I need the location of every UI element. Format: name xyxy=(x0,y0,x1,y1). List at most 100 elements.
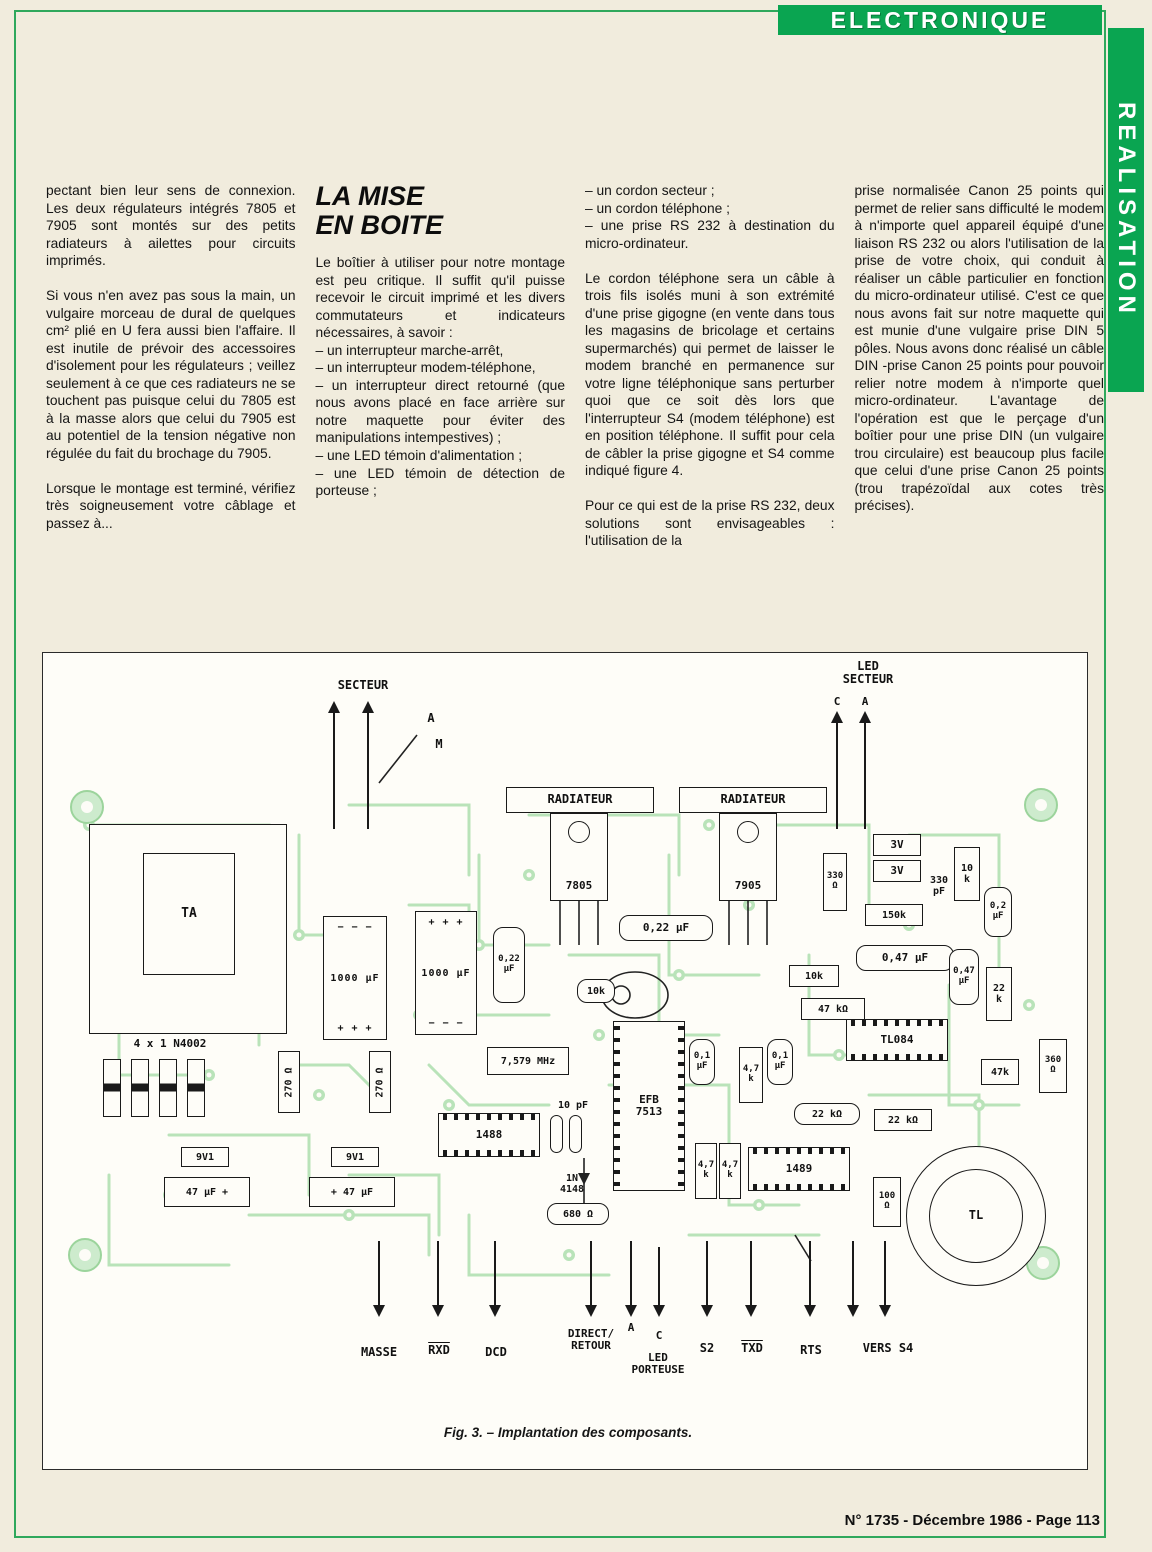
label-direct-retour: DIRECT/ RETOUR xyxy=(567,1326,615,1352)
arrow-secteur-1 xyxy=(328,701,340,829)
toroid-tl: TL xyxy=(906,1146,1046,1286)
label-led-a: A xyxy=(861,694,869,708)
label-vers-s4: VERS S4 xyxy=(862,1341,914,1356)
arrow-led-a xyxy=(859,711,871,829)
label-c-bottom: C xyxy=(655,1328,663,1342)
arrow-vers-s4-2 xyxy=(879,1241,891,1317)
article-column-1: pectant bien leur sens de connexion. Les… xyxy=(46,183,296,531)
arrow-secteur-2 xyxy=(362,701,374,829)
transformer-ta: TA xyxy=(143,853,235,975)
article-column-2-text: Le boîtier à utiliser pour notre montage… xyxy=(315,255,566,499)
crystal-7579mhz: 7,579 MHz xyxy=(487,1047,569,1075)
label-led-c: C xyxy=(833,694,841,708)
label-rts: RTS xyxy=(800,1343,822,1358)
magazine-section-banner: ELECTRONIQUE xyxy=(778,5,1102,35)
label-10pf: 10 pF xyxy=(557,1099,589,1111)
resistor-47kohm: 47 kΩ xyxy=(801,998,865,1020)
cap-0p1uf-1: 0,1 µF xyxy=(689,1039,715,1085)
resistor-150k: 150k xyxy=(865,904,923,926)
zener-3v-2: 3V xyxy=(873,860,921,882)
resistor-360: 360 Ω xyxy=(1039,1039,1067,1093)
cap-0p47uf-v: 0,47 µF xyxy=(949,949,979,1005)
label-led-secteur: LED SECTEUR xyxy=(842,658,894,686)
label-diodes: 4 x 1 N4002 xyxy=(133,1036,207,1050)
ic-1489: 1489 xyxy=(748,1147,850,1191)
cap-0p1uf-2: 0,1 µF xyxy=(767,1039,793,1085)
resistor-680: 680 Ω xyxy=(547,1203,609,1225)
resistor-10k-right: 10 k xyxy=(954,847,980,901)
arrow-led-c xyxy=(831,711,843,829)
cap-0p2uf: 0,2 µF xyxy=(984,887,1012,937)
page-footer: N° 1735 - Décembre 1986 - Page 113 xyxy=(844,1512,1100,1529)
resistor-22kohm-2: 22 kΩ xyxy=(874,1109,932,1131)
resistor-10k-mid: 10k xyxy=(789,965,839,987)
ic-1488: 1488 xyxy=(438,1113,540,1157)
arrow-led-porteuse-a xyxy=(625,1241,637,1317)
cap-1000uf-1: − − −1000 µF+ + + xyxy=(323,916,387,1040)
figure-caption: Fig. 3. – Implantation des composants. xyxy=(443,1425,693,1440)
label-a-bottom: A xyxy=(627,1320,635,1334)
ic-efb7513: EFB 7513 xyxy=(613,1021,685,1191)
zener-9v1-1: 9V1 xyxy=(181,1147,229,1167)
regulator-7805: 7805 xyxy=(550,813,608,901)
arrow-dcd xyxy=(489,1241,501,1317)
resistor-4k7-c: 4,7 k xyxy=(719,1143,741,1199)
arrow-txd xyxy=(745,1241,757,1317)
arrow-rts xyxy=(804,1241,816,1317)
resistor-10k-small: 10k xyxy=(577,979,615,1003)
zener-9v1-2: 9V1 xyxy=(331,1147,379,1167)
banner-realisation-text: REALISATION xyxy=(1113,102,1140,318)
resistor-22kohm-1: 22 kΩ xyxy=(794,1103,860,1125)
banner-electronique-text: ELECTRONIQUE xyxy=(830,6,1050,33)
arrow-vers-s4-1 xyxy=(847,1241,859,1317)
diode-2 xyxy=(131,1059,149,1117)
label-m-top: M xyxy=(435,737,443,752)
cap-0p47uf-h: 0,47 µF xyxy=(856,945,954,971)
arrow-led-porteuse-c xyxy=(653,1247,665,1317)
ic-tl084: TL084 xyxy=(846,1019,948,1061)
label-txd: TXD xyxy=(741,1341,763,1356)
label-led-porteuse: LED PORTEUSE xyxy=(631,1350,685,1376)
label-masse: MASSE xyxy=(360,1345,398,1360)
resistor-4k7-b: 4,7 k xyxy=(695,1143,717,1199)
article-headline: LA MISE EN BOITE xyxy=(315,181,444,241)
radiateur-1-label: RADIATEUR xyxy=(506,787,654,813)
cap-0p22uf-mid: 0,22 µF xyxy=(619,915,713,941)
side-banner: REALISATION xyxy=(1108,28,1144,392)
regulator-7905: 7905 xyxy=(719,813,777,901)
cap-1000uf-2: + + +1000 µF− − − xyxy=(415,911,477,1035)
resistor-4k7-mid: 4,7 k xyxy=(739,1047,763,1103)
cap-47uf-1: 47 µF + xyxy=(164,1177,250,1207)
radiateur-2-label: RADIATEUR xyxy=(679,787,827,813)
article-column-4: prise normalisée Canon 25 points qui per… xyxy=(854,183,1105,514)
label-1n4148: 1N 4148 xyxy=(559,1173,585,1195)
arrow-rxd xyxy=(432,1241,444,1317)
resistor-100: 100 Ω xyxy=(873,1177,901,1227)
resistor-22k-right: 22 k xyxy=(986,967,1012,1021)
cap-0p22uf-v: 0,22 µF xyxy=(493,927,525,1003)
figure-canvas: Fig. 3. – Implantation des composants. S… xyxy=(42,652,1088,1470)
label-s2: S2 xyxy=(699,1341,715,1356)
arrow-masse xyxy=(373,1241,385,1317)
label-a-top: A xyxy=(427,711,435,726)
article-body: pectant bien leur sens de connexion. Les… xyxy=(46,181,1105,550)
cap-330pf-label: 330 pF xyxy=(929,875,949,897)
diode-1 xyxy=(103,1059,121,1117)
resistor-270-2: 270 Ω xyxy=(369,1051,391,1113)
label-rxd: RXD xyxy=(428,1343,450,1358)
arrow-s2 xyxy=(701,1241,713,1317)
zener-3v-1: 3V xyxy=(873,834,921,856)
cap-10pf-1 xyxy=(550,1115,563,1153)
cap-10pf-2 xyxy=(569,1115,582,1153)
article-column-3: – un cordon secteur ; – un cordon téléph… xyxy=(585,183,835,549)
diode-4 xyxy=(187,1059,205,1117)
resistor-270-1: 270 Ω xyxy=(278,1051,300,1113)
diode-3 xyxy=(159,1059,177,1117)
article-column-2: LA MISE EN BOITE Le boîtier à utiliser p… xyxy=(315,181,566,550)
resistor-47k-small: 47k xyxy=(981,1059,1019,1085)
label-secteur: SECTEUR xyxy=(337,678,389,693)
label-dcd: DCD xyxy=(485,1345,507,1360)
cap-47uf-2: + 47 µF xyxy=(309,1177,395,1207)
resistor-330: 330 Ω xyxy=(823,853,847,911)
arrow-direct-retour xyxy=(585,1241,597,1317)
